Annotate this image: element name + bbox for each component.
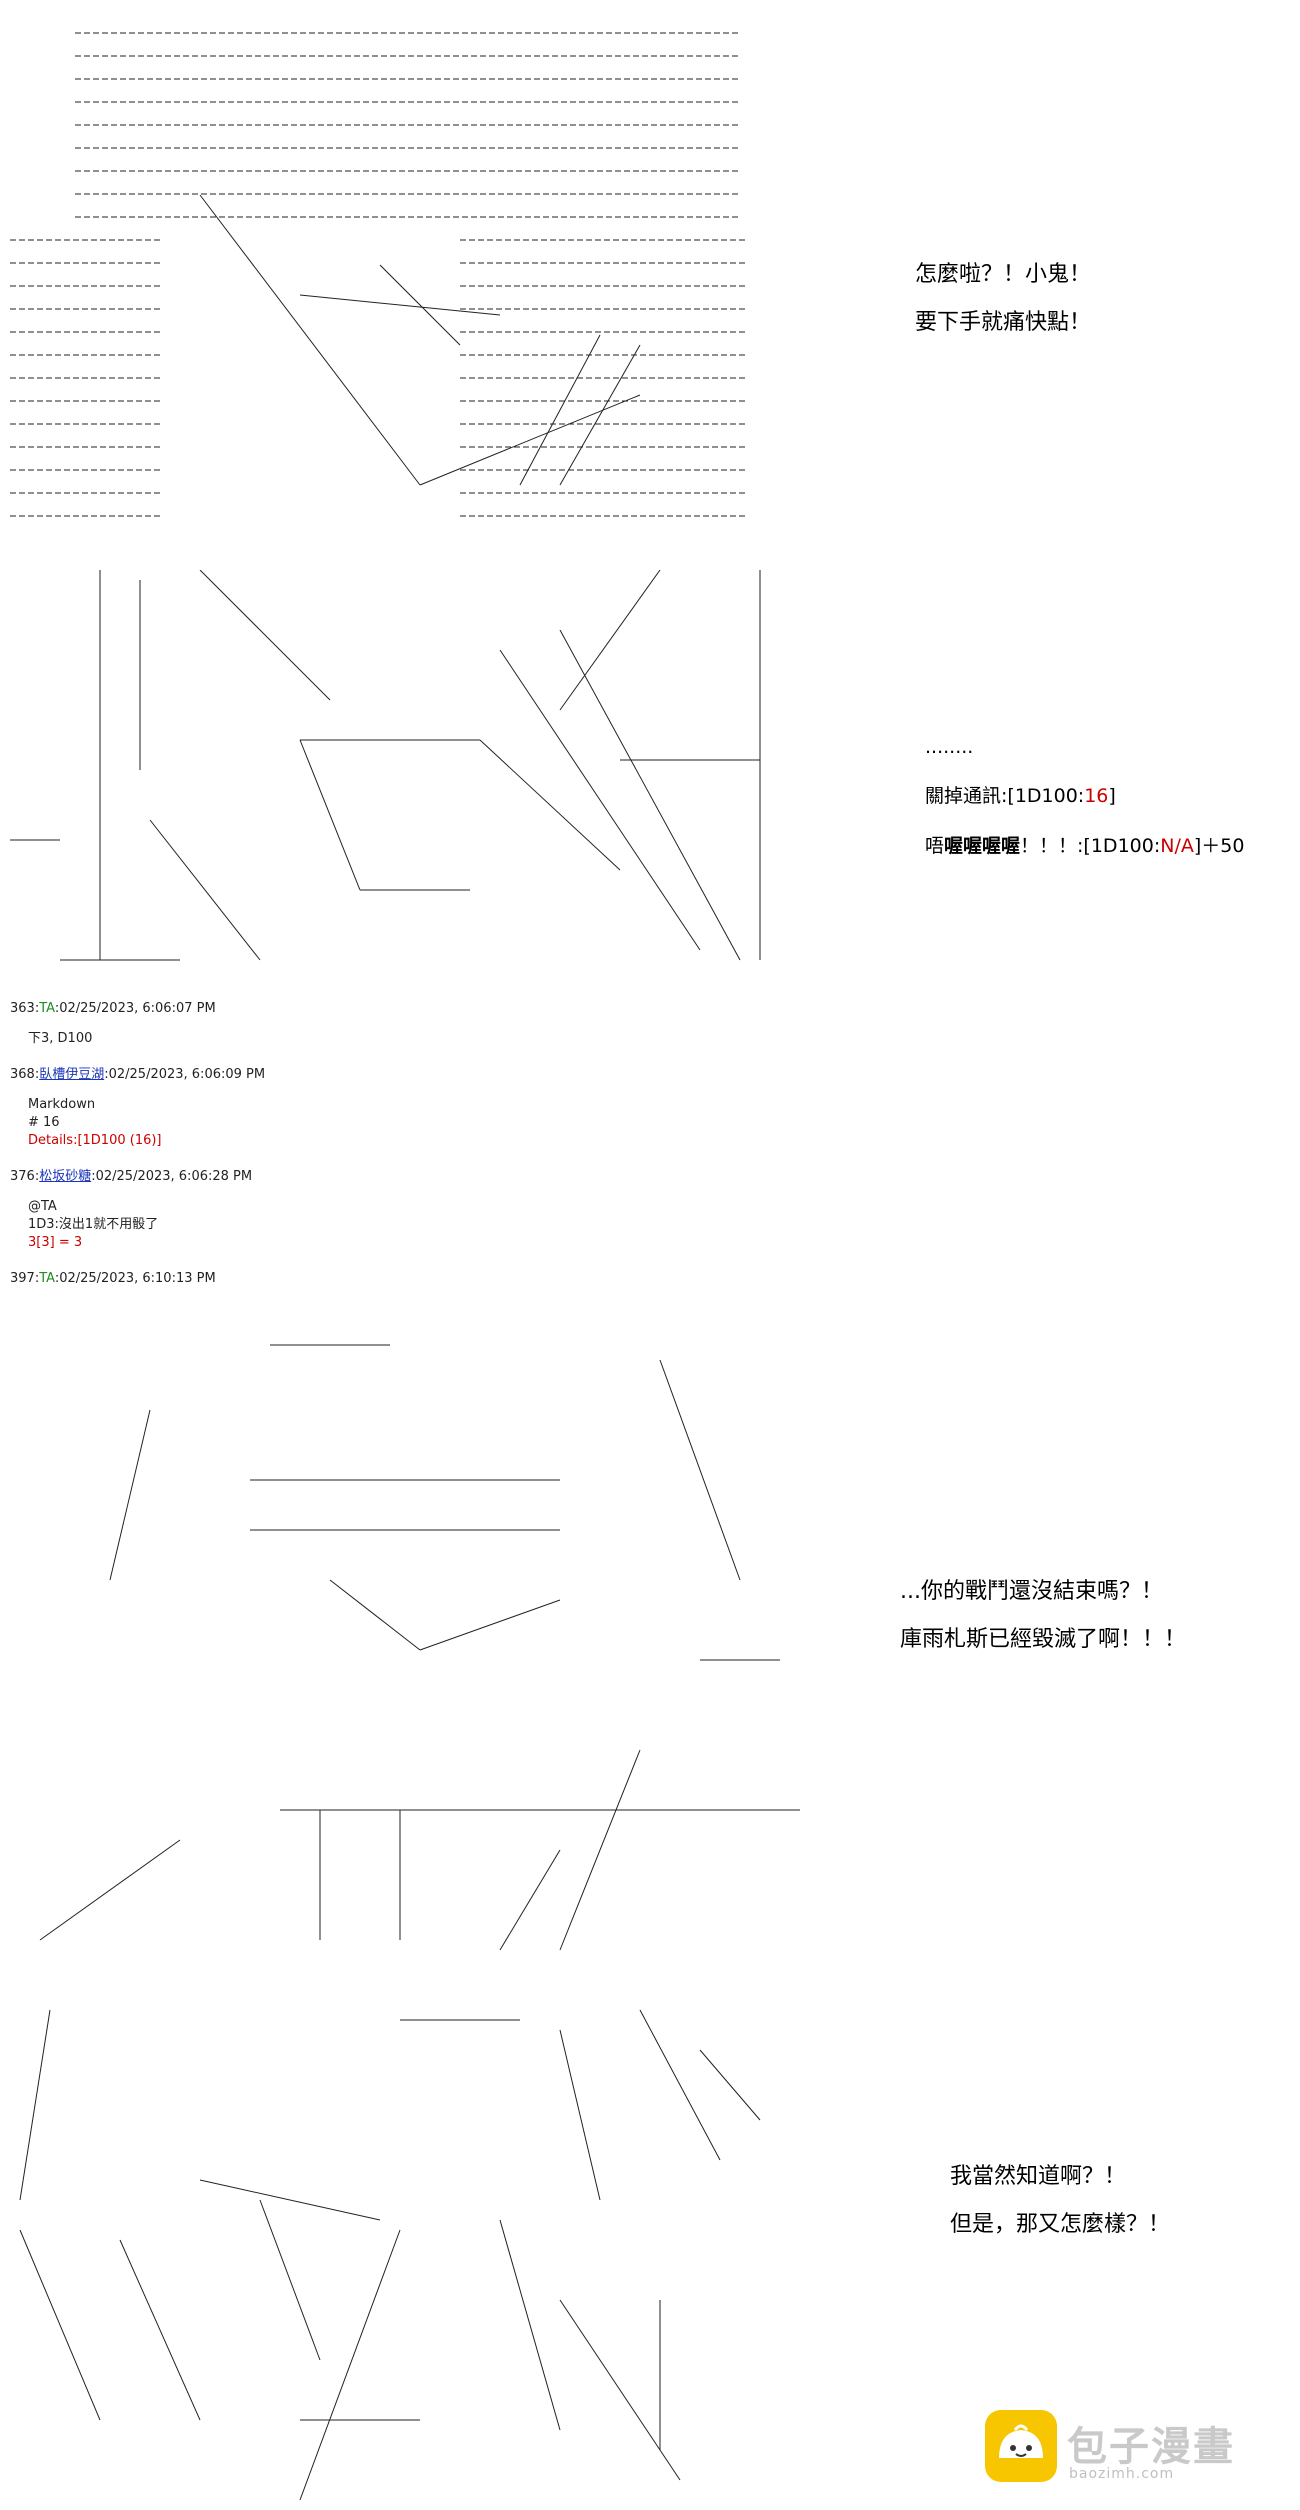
art-stroke [499,649,701,951]
art-stroke [299,2229,401,2500]
art-stroke [39,1839,181,1941]
post-body-line: @TA [28,1199,57,1214]
art-stroke [329,1579,421,1651]
art-stroke [559,344,641,486]
post-body: Markdown # 16 Details:[1D100 (16)] [10,1096,910,1150]
post-author-link[interactable]: 臥槽伊豆湖 [39,1067,105,1082]
art-stroke [109,1409,151,1581]
art-stroke [259,2199,321,2361]
post-date: :02/25/2023, 6:06:09 PM [104,1067,266,1082]
dice-suffix: ] [1108,785,1116,808]
dialog-line: 我當然知道啊？！ [950,2164,1127,2189]
art-stroke [479,739,621,871]
dialog-panel-3: ...你的戰鬥還沒結束嗎？！ 庫雨札斯已經毀滅了啊！！！ [900,1575,1186,1657]
dialog-line: 庫雨札斯已經毀滅了啊！！！ [900,1627,1187,1653]
post-header: 363:TA:02/25/2023, 6:06:07 PM [10,1000,910,1018]
art-stroke [19,2009,51,2201]
post-date: :02/25/2023, 6:10:13 PM [54,1271,216,1286]
post-body-line: 1D3:沒出1就不用骰了 [28,1217,159,1232]
watermark-text: 包子漫畫 [1067,2424,1235,2470]
shout-bold: 喔喔喔喔 [944,834,1021,857]
post-date: :02/25/2023, 6:06:07 PM [54,1001,216,1016]
post-date: :02/25/2023, 6:06:28 PM [91,1169,253,1184]
ascii-art-panel-4 [0,2000,800,2500]
bun-logo-icon [985,2410,1057,2482]
ascii-art-drawing-1 [10,32,745,517]
post-number: 397: [10,1271,40,1286]
post-body: 下3, D100 [10,1030,910,1048]
post-author: TA [39,1271,55,1286]
dialog-panel-2: ........ 關掉通訊:[1D100:16] 唔喔喔喔喔！！！:[1D100… [925,733,1244,861]
art-stroke [299,294,501,316]
dialog-line: ...你的戰鬥還沒結束嗎？！ [900,1579,1163,1604]
art-stroke [559,570,661,711]
post-body-line: Details:[1D100 (16)] [28,1133,162,1148]
ascii-art-drawing-4 [19,2009,761,2500]
dialog-panel-1: 怎麼啦？！小鬼！ 要下手就痛快點！ [915,258,1091,340]
art-stroke [149,819,261,961]
art-stroke [119,2239,201,2421]
post-header: 397:TA:02/25/2023, 6:10:13 PM [10,1270,910,1288]
dialog-shout-line: 唔喔喔喔喔！！！:[1D100:N/A]＋50 [925,832,1244,861]
art-stroke [559,1749,641,1951]
dialog-line: 但是，那又怎麼樣？！ [950,2212,1171,2238]
ascii-art-panel-2 [0,570,830,970]
art-stroke [559,2299,681,2481]
post-author: TA [39,1001,55,1016]
art-stroke [299,739,361,891]
art-stroke [519,334,601,486]
art-stroke [559,629,741,961]
dialog-dice-line: 關掉通訊:[1D100:16] [925,782,1244,811]
dice-value: 16 [1084,785,1109,808]
dialog-line: 要下手就痛快點！ [915,310,1092,336]
dice-prefix: 關掉通訊:[1D100: [925,785,1085,808]
post-body-line: # 16 [28,1115,60,1130]
art-stroke [699,2049,761,2121]
ascii-art-panel-3 [0,1330,830,1970]
art-stroke [199,194,421,486]
post: 363:TA:02/25/2023, 6:06:07 PM 下3, D100 [10,1000,910,1048]
art-stroke [559,2029,601,2201]
art-stroke [379,264,461,346]
art-stroke [199,570,331,701]
forum-posts: 363:TA:02/25/2023, 6:06:07 PM 下3, D100 3… [10,1000,910,1288]
post-body-line: 3[3] = 3 [28,1235,83,1250]
dialog-dots: ........ [925,736,974,758]
art-stroke [499,2219,561,2431]
shout-value: N/A [1160,834,1194,857]
art-stroke [19,2229,101,2421]
art-stroke [419,1599,561,1651]
art-stroke [199,2179,381,2221]
watermark: 包子漫畫 baozimh.com [985,2410,1285,2490]
post-number: 376: [10,1169,40,1184]
post-header: 376:松坂砂糖:02/25/2023, 6:06:28 PM [10,1168,910,1186]
ascii-art-drawing-2 [10,570,761,961]
post-body-line: Markdown [28,1097,96,1112]
ascii-art-drawing-3 [39,1344,800,1951]
shout-prefix: 唔 [925,834,945,857]
shout-mid: ！！！:[1D100: [1020,834,1161,857]
shout-suffix: ]＋50 [1193,834,1245,857]
art-stroke [639,2009,721,2161]
art-stroke [499,1849,561,1951]
post: 368:臥槽伊豆湖:02/25/2023, 6:06:09 PM Markdow… [10,1066,910,1150]
dialog-line: 怎麼啦？！小鬼！ [915,262,1092,287]
post-number: 363: [10,1001,40,1016]
art-stroke [419,394,641,486]
post-header: 368:臥槽伊豆湖:02/25/2023, 6:06:09 PM [10,1066,910,1084]
ascii-art-panel-1 [0,15,760,540]
watermark-url: baozimh.com [1069,2466,1175,2482]
dialog-panel-4: 我當然知道啊？！ 但是，那又怎麼樣？！ [950,2160,1170,2242]
post: 397:TA:02/25/2023, 6:10:13 PM [10,1270,910,1288]
post-author-link[interactable]: 松坂砂糖 [39,1169,92,1184]
post-body: @TA 1D3:沒出1就不用骰了 3[3] = 3 [10,1198,910,1252]
art-stroke [659,1359,741,1581]
post: 376:松坂砂糖:02/25/2023, 6:06:28 PM @TA 1D3:… [10,1168,910,1252]
post-number: 368: [10,1067,40,1082]
post-body-line: 下3, D100 [28,1031,93,1046]
